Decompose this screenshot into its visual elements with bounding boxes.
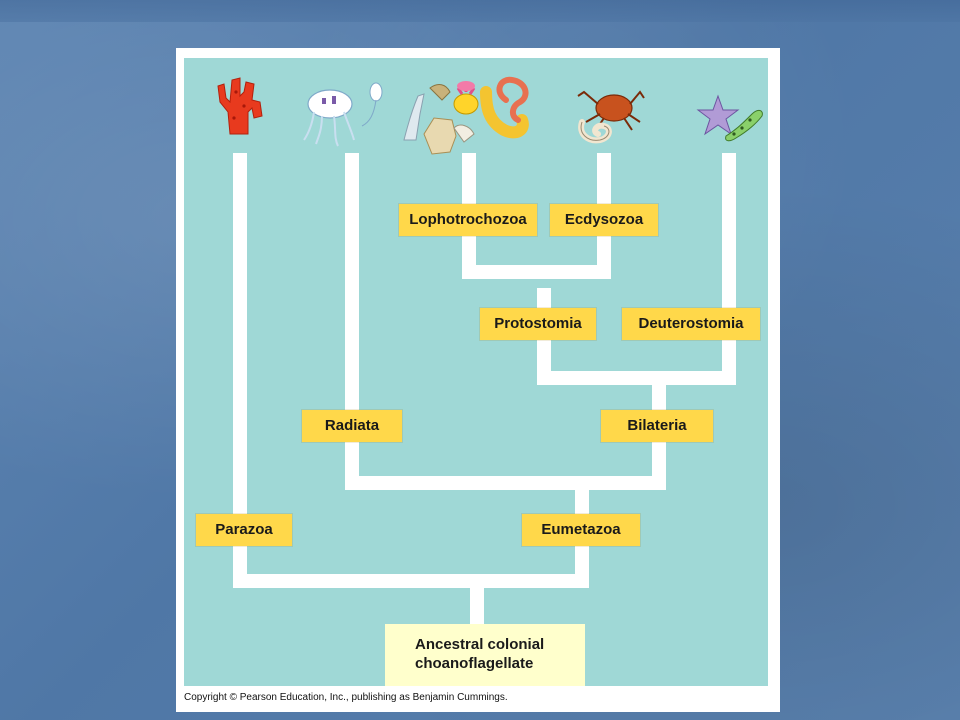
jellyfish-icon [303, 82, 383, 147]
phylogeny-panel: Lophotrochozoa Ecdysozoa Protostomia Deu… [184, 58, 768, 686]
root-ancestor-box: Ancestral colonial choanoflagellate [385, 624, 585, 686]
clade-label-eumetazoa: Eumetazoa [522, 514, 640, 546]
root-ancestor-line1: Ancestral colonial [415, 636, 545, 653]
crab-icon [577, 90, 645, 144]
clade-label-ecdysozoa: Ecdysozoa [550, 204, 658, 236]
slide-top-band [0, 0, 960, 22]
clade-label-lophotrochozoa: Lophotrochozoa [399, 204, 537, 236]
sea-star-icon [696, 94, 763, 142]
clade-label-bilateria: Bilateria [601, 410, 713, 442]
figure-frame: Lophotrochozoa Ecdysozoa Protostomia Deu… [176, 48, 780, 712]
clade-label-radiata: Radiata [302, 410, 402, 442]
clade-label-protostomia: Protostomia [480, 308, 596, 340]
root-ancestor-line2: choanoflagellate [415, 655, 534, 672]
clade-label-deuterostomia: Deuterostomia [622, 308, 760, 340]
copyright-notice: Copyright © Pearson Education, Inc., pub… [184, 692, 508, 703]
clade-label-parazoa: Parazoa [196, 514, 292, 546]
lophotrochozoan-group-icon [403, 76, 529, 155]
sponge-icon [217, 77, 263, 135]
